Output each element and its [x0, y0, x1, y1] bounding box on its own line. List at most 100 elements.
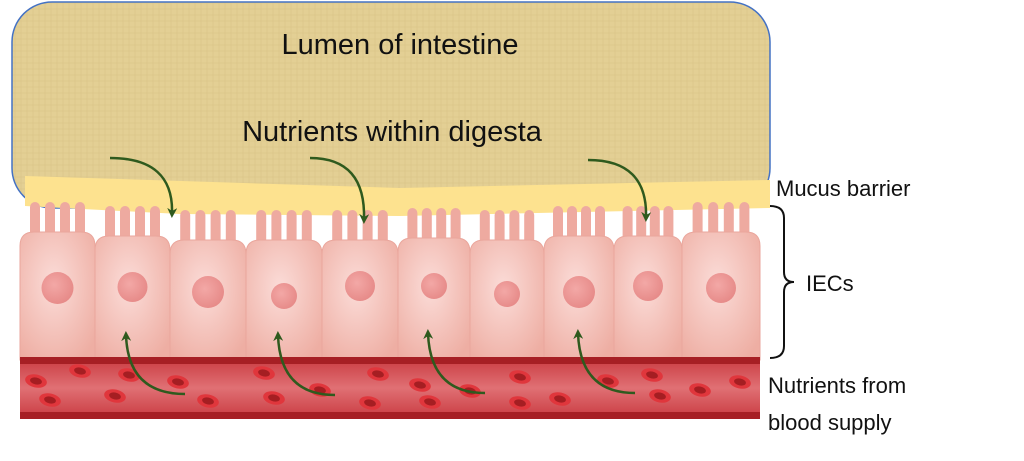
nucleus: [271, 283, 297, 309]
red-blood-cell: [197, 394, 219, 408]
red-blood-cell: [359, 396, 381, 410]
microvillus: [180, 210, 191, 246]
lumen-title: Lumen of intestine: [282, 29, 519, 61]
red-blood-cell: [167, 375, 189, 389]
nucleus: [41, 272, 74, 304]
rbc-inner: [602, 377, 614, 385]
red-blood-cell: [509, 370, 531, 384]
nucleus: [421, 273, 447, 299]
microvillus: [708, 202, 719, 238]
arrow-up-icon: [121, 331, 186, 396]
microvillus: [286, 210, 297, 246]
arrow-up-icon: [573, 329, 636, 395]
microvillus: [347, 210, 358, 246]
epithelial-cell: [613, 206, 683, 361]
microvillus: [271, 210, 282, 246]
microvillus: [225, 210, 236, 246]
microvillus: [75, 202, 85, 238]
red-blood-cell: [39, 393, 61, 407]
rbc-inner: [372, 370, 384, 378]
rbc-inner: [554, 395, 566, 403]
rbc-inner: [646, 371, 658, 379]
nucleus: [117, 272, 148, 302]
red-blood-cell: [25, 374, 47, 388]
red-blood-cell: [367, 367, 389, 381]
epithelial-cell: [169, 210, 247, 361]
epithelial-cell: [19, 202, 96, 361]
blood-label-line1: Nutrients from: [768, 373, 906, 398]
red-blood-cell: [729, 375, 751, 389]
red-blood-cell: [549, 392, 571, 406]
rbc-inner: [172, 378, 184, 386]
nucleus: [563, 276, 595, 308]
epithelial-cell: [321, 210, 399, 361]
rbc-inner: [414, 381, 426, 389]
rbc-inner: [258, 369, 270, 377]
microvillus: [739, 202, 750, 238]
microvillus: [663, 206, 674, 242]
rbc-inner: [109, 392, 121, 400]
epithelial-cell: [681, 202, 761, 361]
rbc-inner: [268, 394, 280, 402]
rbc-inner: [514, 399, 526, 407]
microvillus: [723, 202, 734, 238]
blood-vessel: [20, 357, 760, 419]
rbc-inner: [734, 378, 746, 386]
microvillus: [332, 210, 343, 246]
microvillus: [256, 210, 267, 246]
microvillus: [567, 206, 577, 242]
nucleus: [706, 273, 736, 303]
iec-bracket: [769, 205, 795, 359]
iecs-label: IECs: [806, 271, 854, 296]
epithelial-cell: [543, 206, 615, 361]
microvillus: [150, 206, 160, 242]
red-blood-cell: [69, 364, 91, 378]
arrow-up-icon: [273, 331, 336, 397]
nucleus: [345, 271, 375, 301]
epithelial-cell: [397, 208, 471, 361]
microvillus: [450, 208, 461, 244]
red-blood-cell: [409, 378, 431, 392]
mucus-label: Mucus barrier: [776, 176, 910, 201]
microvillus: [436, 208, 447, 244]
arrow-down-icon: [109, 156, 178, 218]
mucus-barrier: [25, 176, 770, 216]
blood-label-line2: blood supply: [768, 410, 892, 435]
rbc-inner: [364, 399, 376, 407]
red-blood-cell: [263, 391, 285, 405]
microvillus: [60, 202, 70, 238]
microvillus: [210, 210, 221, 246]
microvillus: [649, 206, 660, 242]
microvillus: [301, 210, 312, 246]
red-blood-cell: [641, 368, 663, 382]
rbc-inner: [654, 392, 666, 400]
microvillus: [135, 206, 145, 242]
microvillus: [581, 206, 591, 242]
epithelial-cell: [94, 206, 171, 361]
microvillus: [622, 206, 633, 242]
red-blood-cell: [689, 383, 711, 397]
microvillus: [553, 206, 563, 242]
microvillus: [195, 210, 206, 246]
rbc-inner: [123, 371, 135, 379]
microvillus: [494, 210, 505, 246]
arrow-down-icon: [309, 156, 370, 224]
rbc-inner: [694, 386, 706, 394]
red-blood-cell: [104, 389, 126, 403]
epithelial-cell: [469, 210, 545, 361]
epithelial-cell: [245, 210, 323, 361]
rbc-inner: [202, 397, 214, 405]
microvillus: [45, 202, 55, 238]
microvillus: [120, 206, 130, 242]
microvillus: [407, 208, 418, 244]
rbc-inner: [30, 377, 42, 385]
microvillus: [421, 208, 432, 244]
microvillus: [524, 210, 535, 246]
rbc-inner: [44, 396, 56, 404]
rbc-inner: [514, 373, 526, 381]
rbc-inner: [424, 398, 436, 406]
nucleus: [192, 276, 224, 308]
red-blood-cell: [253, 366, 275, 380]
red-blood-cell: [419, 395, 441, 409]
